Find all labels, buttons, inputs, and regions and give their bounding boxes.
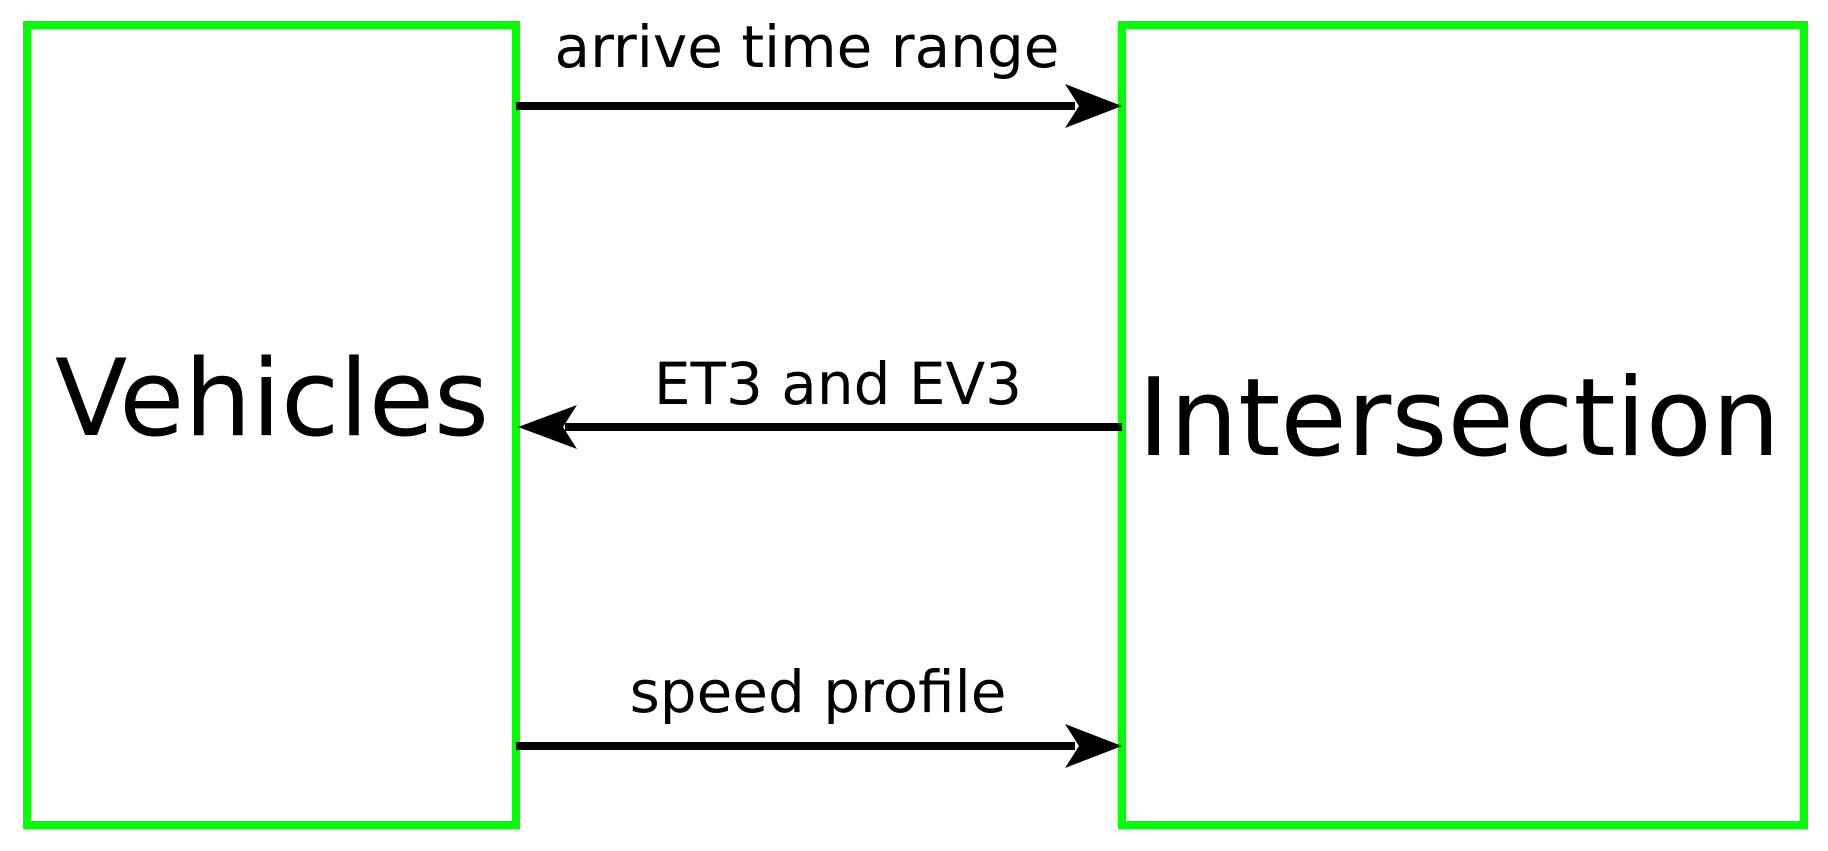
et3-ev3-arrow-head <box>518 405 577 449</box>
intersection-label: Intersection <box>1138 356 1780 481</box>
intersection-node: Intersection <box>1118 21 1808 829</box>
et3-ev3-edge: ET3 and EV3 <box>518 350 1122 449</box>
arrive-time-range-arrow-head <box>1065 84 1122 128</box>
vehicles-box <box>23 21 520 829</box>
vehicles-label: Vehicles <box>55 337 489 460</box>
et3-ev3-label: ET3 and EV3 <box>654 350 1022 418</box>
vehicles-node: Vehicles <box>23 21 520 829</box>
speed-profile-edge: speed profile <box>516 658 1122 768</box>
arrive-time-range-edge: arrive time range <box>516 13 1122 128</box>
intersection-box <box>1118 21 1808 829</box>
arrive-time-range-label: arrive time range <box>555 13 1060 81</box>
speed-profile-arrow-head <box>1065 724 1122 768</box>
speed-profile-label: speed profile <box>630 658 1007 726</box>
